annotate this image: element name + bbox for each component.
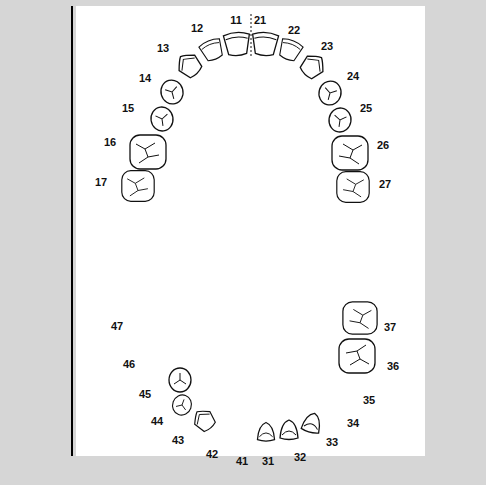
tooth-number: 23 [321, 41, 333, 52]
tooth-number: 45 [139, 389, 151, 400]
tooth-number: 31 [262, 456, 274, 467]
tooth-number: 33 [326, 437, 338, 448]
tooth-number: 26 [377, 140, 389, 151]
tooth-number: 46 [123, 359, 135, 370]
tooth-number: 11 [230, 15, 242, 26]
tooth-number: 14 [139, 73, 151, 84]
tooth-number: 47 [111, 321, 123, 332]
tooth-number: 35 [363, 395, 375, 406]
tooth-number: 17 [95, 177, 107, 188]
tooth-number: 21 [254, 15, 266, 26]
tooth-number: 37 [384, 322, 396, 333]
tooth-number: 32 [294, 452, 306, 463]
tooth-number: 13 [157, 43, 169, 54]
tooth-number: 36 [387, 361, 399, 372]
tooth-number: 22 [288, 25, 300, 36]
tooth-number: 16 [104, 137, 116, 148]
tooth-number: 24 [347, 71, 359, 82]
tooth-number: 42 [206, 449, 218, 460]
tooth-number: 34 [347, 418, 359, 429]
tooth-number: 27 [379, 179, 391, 190]
tooth-number: 44 [151, 416, 163, 427]
tooth-number: 25 [360, 103, 372, 114]
tooth-number: 41 [236, 456, 248, 467]
tooth-number: 15 [122, 103, 134, 114]
tooth-number: 12 [191, 23, 203, 34]
tooth-number: 43 [172, 435, 184, 446]
